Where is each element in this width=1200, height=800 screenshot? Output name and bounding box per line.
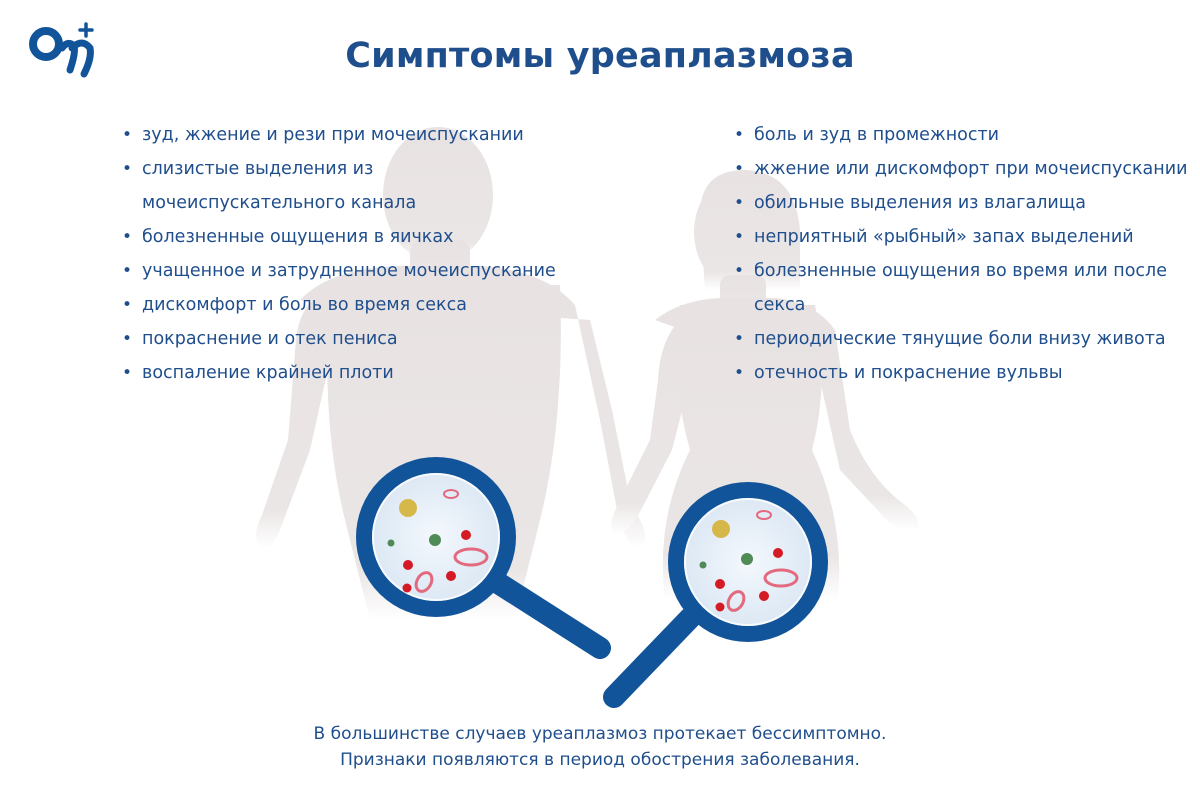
list-item: болезненные ощущения в яичках [118, 220, 578, 254]
men-symptoms-list: зуд, жжение и рези при мочеиспускании сл… [118, 118, 578, 390]
list-item: отечность и покраснение вульвы [730, 356, 1190, 390]
bacteria-cluster-left [387, 489, 489, 593]
brand-logo: On [28, 18, 94, 78]
list-item: воспаление крайней плоти [118, 356, 578, 390]
list-item: обильные выделения из влагалища [730, 186, 1190, 220]
list-item: дискомфорт и боль во время секса [118, 288, 578, 322]
women-symptoms-list: боль и зуд в промежности жжение или диск… [730, 118, 1190, 390]
magnifier-female [603, 482, 828, 708]
list-item: покраснение и отек пениса [118, 322, 578, 356]
bacteria-cluster-right [699, 510, 799, 612]
list-item: жжение или дискомфорт при мочеиспускании [730, 152, 1190, 186]
list-item: неприятный «рыбный» запах выделений [730, 220, 1190, 254]
list-item: зуд, жжение и рези при мочеиспускании [118, 118, 578, 152]
list-item: слизистые выделения из мочеиспускательно… [118, 152, 578, 220]
list-item: болезненные ощущения во время или после … [730, 254, 1190, 322]
footer-note: В большинстве случаев уреаплазмоз протек… [0, 721, 1200, 773]
page-title: Симптомы уреаплазмоза [345, 36, 855, 76]
footer-line-1: В большинстве случаев уреаплазмоз протек… [313, 724, 887, 744]
footer-line-2: Признаки появляются в период обострения … [340, 750, 860, 770]
list-item: боль и зуд в промежности [730, 118, 1190, 152]
magnifier-male [356, 457, 611, 659]
list-item: периодические тянущие боли внизу живота [730, 322, 1190, 356]
list-item: учащенное и затрудненное мочеиспускание [118, 254, 578, 288]
logo-text: On [28, 18, 30, 19]
